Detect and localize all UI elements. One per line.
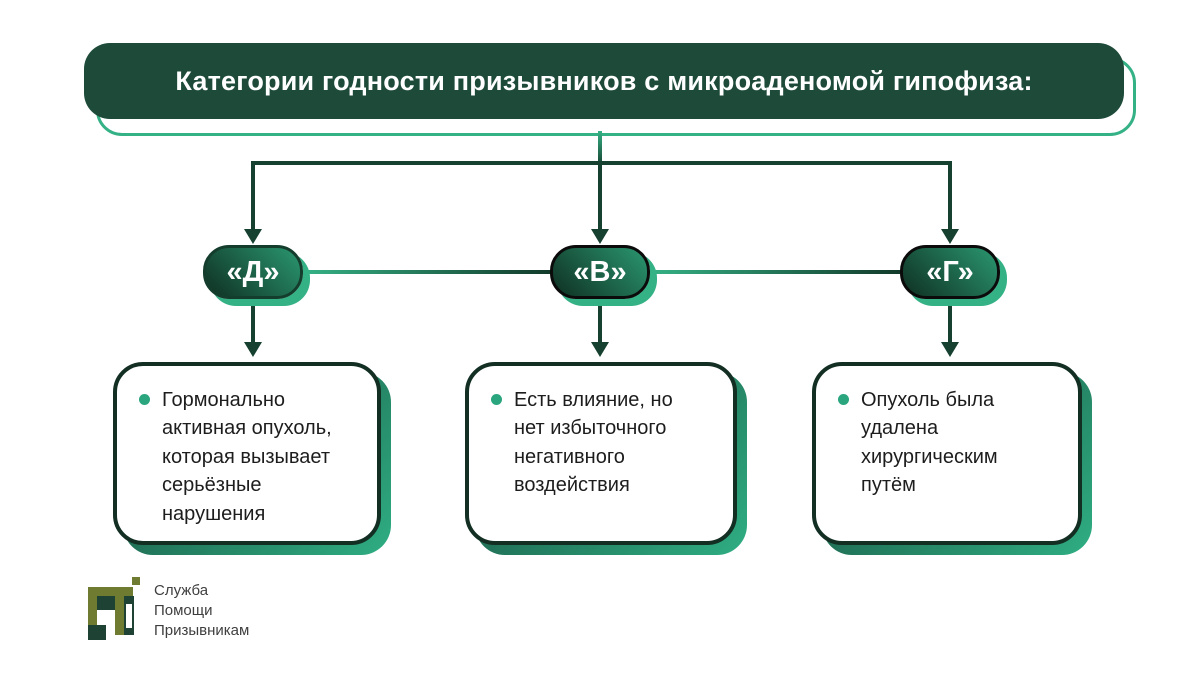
category-badge-v-label: «В» — [573, 255, 627, 288]
title-banner: Категории годности призывников с микроад… — [84, 43, 1124, 119]
brand-logo: Служба Помощи Призывникам — [88, 577, 249, 641]
brand-logo-text: Служба Помощи Призывникам — [154, 577, 249, 641]
brand-name-line1: Служба — [154, 582, 209, 599]
brand-name-line2: Помощи — [154, 601, 213, 619]
category-badge-g: «Г» — [900, 245, 1000, 299]
category-card-v: Есть влияние, но нет избыточного негатив… — [465, 362, 737, 545]
bullet-dot-icon — [838, 394, 849, 405]
category-card-g: Опухоль была удалена хирургическим путём — [812, 362, 1082, 545]
category-badge-v: «В» — [550, 245, 650, 299]
category-badge-g-label: «Г» — [926, 255, 974, 288]
category-badge-d: «Д» — [203, 245, 303, 299]
bullet-dot-icon — [139, 394, 150, 405]
bullet-dot-icon — [491, 394, 502, 405]
brand-name-line3: Призывникам — [154, 621, 250, 639]
page-title: Категории годности призывников с микроад… — [175, 65, 1033, 96]
brand-logo-icon — [88, 577, 140, 641]
category-card-v-text: Есть влияние, но нет избыточного негатив… — [514, 389, 673, 497]
category-card-d: Гормонально активная опухоль, которая вы… — [113, 362, 381, 545]
category-badge-d-label: «Д» — [226, 255, 280, 288]
category-card-d-text: Гормонально активная опухоль, которая вы… — [162, 389, 332, 525]
category-card-g-text: Опухоль была удалена хирургическим путём — [861, 389, 998, 497]
